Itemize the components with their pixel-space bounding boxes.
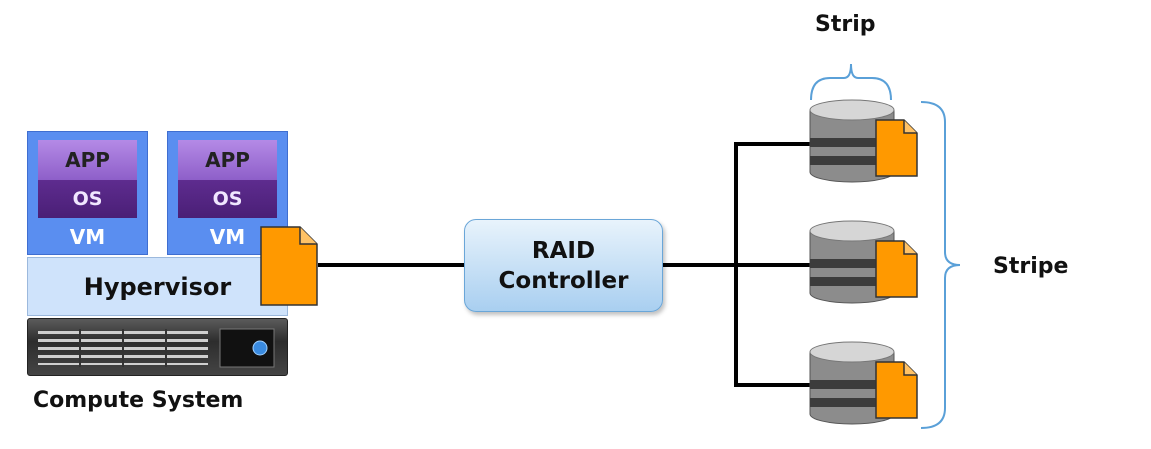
host-file-icon [260,226,318,306]
hypervisor-bar: Hypervisor [27,257,288,316]
vm-2: APP OS VM [167,131,288,255]
vm-1-label: VM [69,225,106,249]
vm-1-app: APP [38,140,137,180]
disk-3 [809,341,918,425]
stripe-label: Stripe [993,254,1069,279]
disk-2-file-icon [875,240,918,298]
vm-1: APP OS VM [27,131,148,255]
vm-2-os: OS [178,180,277,218]
compute-system-label: Compute System [33,388,244,413]
stripe-bracket [920,101,961,429]
disk-1-file-icon [875,119,918,177]
disk-3-drum [809,341,895,425]
disk-2 [809,220,918,304]
server-vent-icon [38,328,275,368]
vm-2-label: VM [209,225,246,249]
raid-controller-label: RAID Controller [498,237,629,294]
disk-3-file-icon [875,361,918,419]
strip-bracket [810,63,892,101]
server-hardware [27,318,288,376]
hypervisor-label: Hypervisor [83,272,232,301]
disk-2-drum [809,220,895,304]
vm-1-os: OS [38,180,137,218]
strip-label: Strip [815,12,876,37]
disk-1-drum [809,99,895,183]
raid-controller: RAID Controller [464,219,663,312]
disk-1 [809,99,918,183]
vm-2-app: APP [178,140,277,180]
